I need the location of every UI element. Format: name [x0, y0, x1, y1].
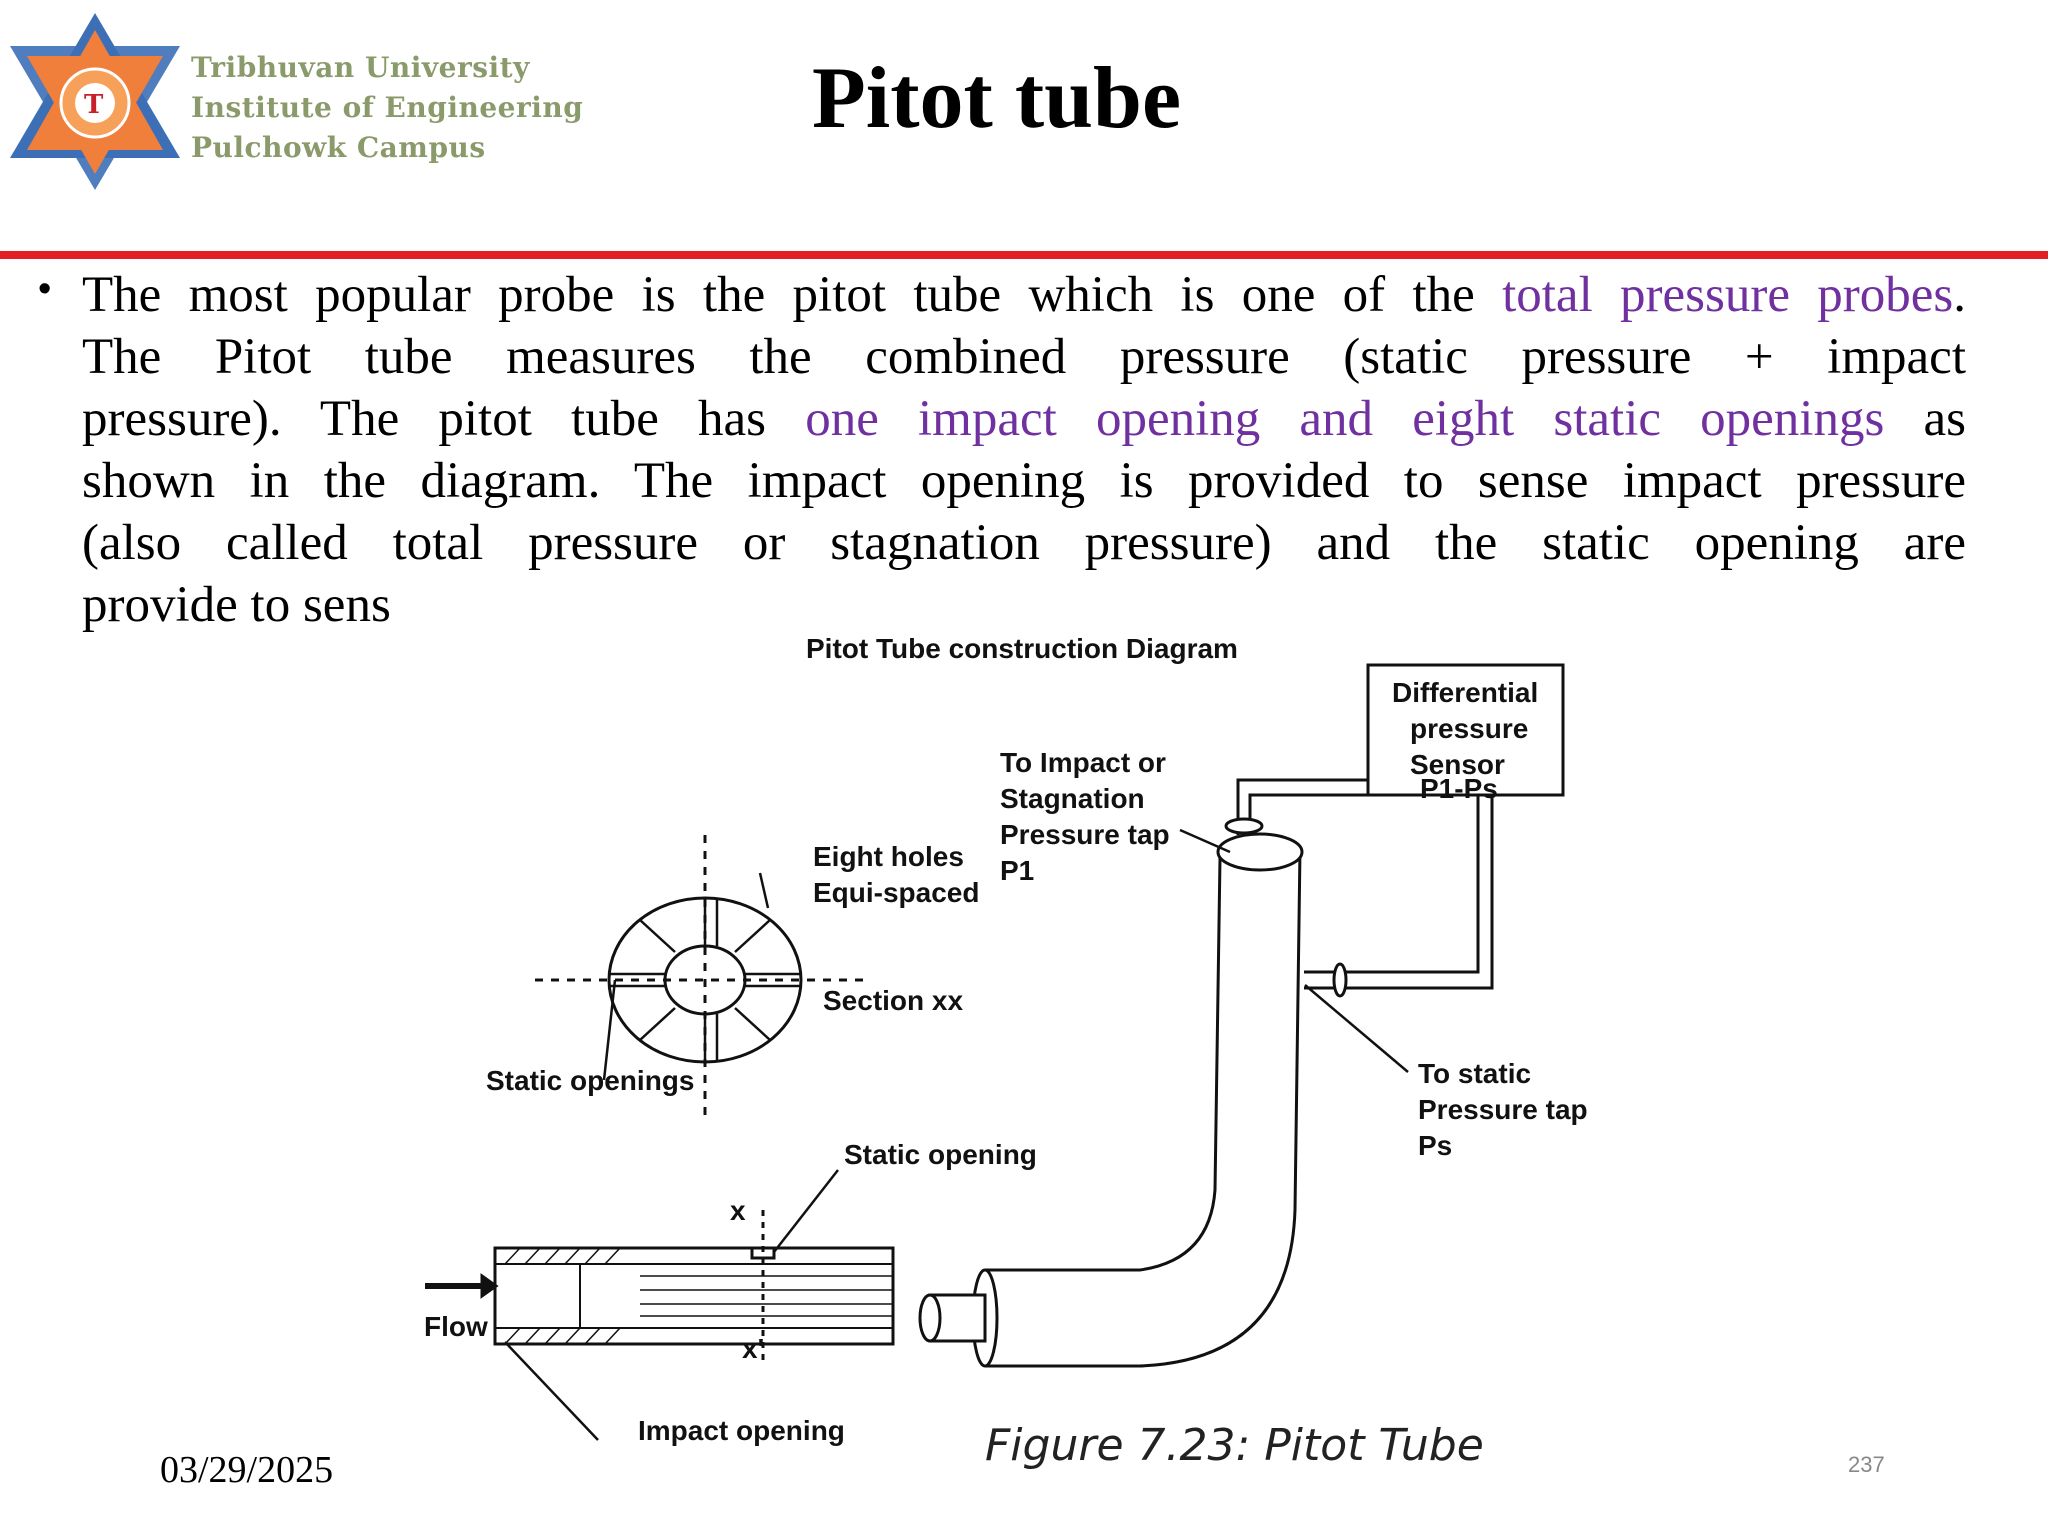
- pitot-tube-diagram: Pitot Tube construction Diagram Differen…: [424, 633, 1588, 1446]
- sensor-label-3: Sensor: [1410, 749, 1505, 780]
- footer-date: 03/29/2025: [160, 1449, 334, 1491]
- x-mark-bottom: x': [742, 1333, 764, 1364]
- text-run: as: [1884, 391, 1966, 447]
- text-run: pressure). The pitot tube has: [82, 391, 806, 447]
- figure-caption: Figure 7.23: Pitot Tube: [985, 1420, 1484, 1471]
- university-logo: T Tribhuvan University Institute of Engi…: [8, 8, 608, 198]
- static-opening-label: Static opening: [844, 1139, 1037, 1170]
- impact-tap-label-4: P1: [1000, 855, 1034, 886]
- slide-title: Pitot tube: [812, 50, 1182, 147]
- holes-label-1: Eight holes: [813, 841, 964, 872]
- impact-tap-label-3: Pressure tap: [1000, 819, 1170, 850]
- paragraph-line: (also called total pressure or stagnatio…: [82, 512, 1966, 574]
- bullet-icon: •: [38, 268, 52, 310]
- text-run: .: [1953, 267, 1966, 323]
- svg-text:T: T: [84, 90, 104, 120]
- pressure-sensor-box: [1366, 663, 1565, 797]
- x-mark-top: x: [730, 1195, 746, 1226]
- sensor-label-1: Differential: [1392, 677, 1538, 708]
- static-tap-label-3: Ps: [1418, 1130, 1452, 1161]
- static-tap-label-1: To static: [1418, 1058, 1531, 1089]
- section-label: Section xx: [823, 985, 963, 1016]
- sensor-label-4: P1-Ps: [1420, 773, 1498, 804]
- logo-line-campus: Pulchowk Campus: [191, 131, 486, 164]
- flow-label: Flow: [424, 1311, 488, 1342]
- paragraph-line: shown in the diagram. The impact opening…: [82, 450, 1966, 512]
- title-divider: [0, 251, 2048, 259]
- holes-label-2: Equi-spaced: [813, 877, 979, 908]
- logo-line-institute: Institute of Engineering: [191, 91, 584, 124]
- diagram-title: Pitot Tube construction Diagram: [806, 633, 1238, 664]
- impact-opening-label: Impact opening: [638, 1415, 845, 1446]
- logo-line-university: Tribhuvan University: [191, 51, 530, 84]
- static-tap-label-2: Pressure tap: [1418, 1094, 1588, 1125]
- page-number: 237: [1848, 1452, 1885, 1477]
- paragraph-line: pressure). The pitot tube has one impact…: [82, 388, 1966, 450]
- text-run: (also called total pressure or stagnatio…: [82, 515, 1966, 571]
- university-emblem-icon: T: [10, 13, 180, 190]
- static-openings-label: Static openings: [486, 1065, 694, 1096]
- body-paragraph: The most popular probe is the pitot tube…: [82, 264, 1966, 636]
- paragraph-line: The most popular probe is the pitot tube…: [82, 264, 1966, 326]
- text-run: provide to sens: [82, 577, 391, 633]
- paragraph-line: provide to sens: [82, 574, 1966, 636]
- paragraph-line: The Pitot tube measures the combined pre…: [82, 326, 1966, 388]
- sensor-label-2: pressure: [1410, 713, 1528, 744]
- text-run: The most popular probe is the pitot tube…: [82, 267, 1503, 323]
- text-run: shown in the diagram. The impact opening…: [82, 453, 1966, 509]
- institution-name: Tribhuvan University Institute of Engine…: [191, 48, 583, 168]
- highlighted-phrase: one impact opening and eight static open…: [805, 391, 1885, 447]
- highlighted-phrase: total pressure probes: [1502, 267, 1954, 323]
- impact-tap-label-2: Stagnation: [1000, 783, 1145, 814]
- impact-tap-label-1: To Impact or: [1000, 747, 1166, 778]
- text-run: The Pitot tube measures the combined pre…: [82, 329, 1966, 385]
